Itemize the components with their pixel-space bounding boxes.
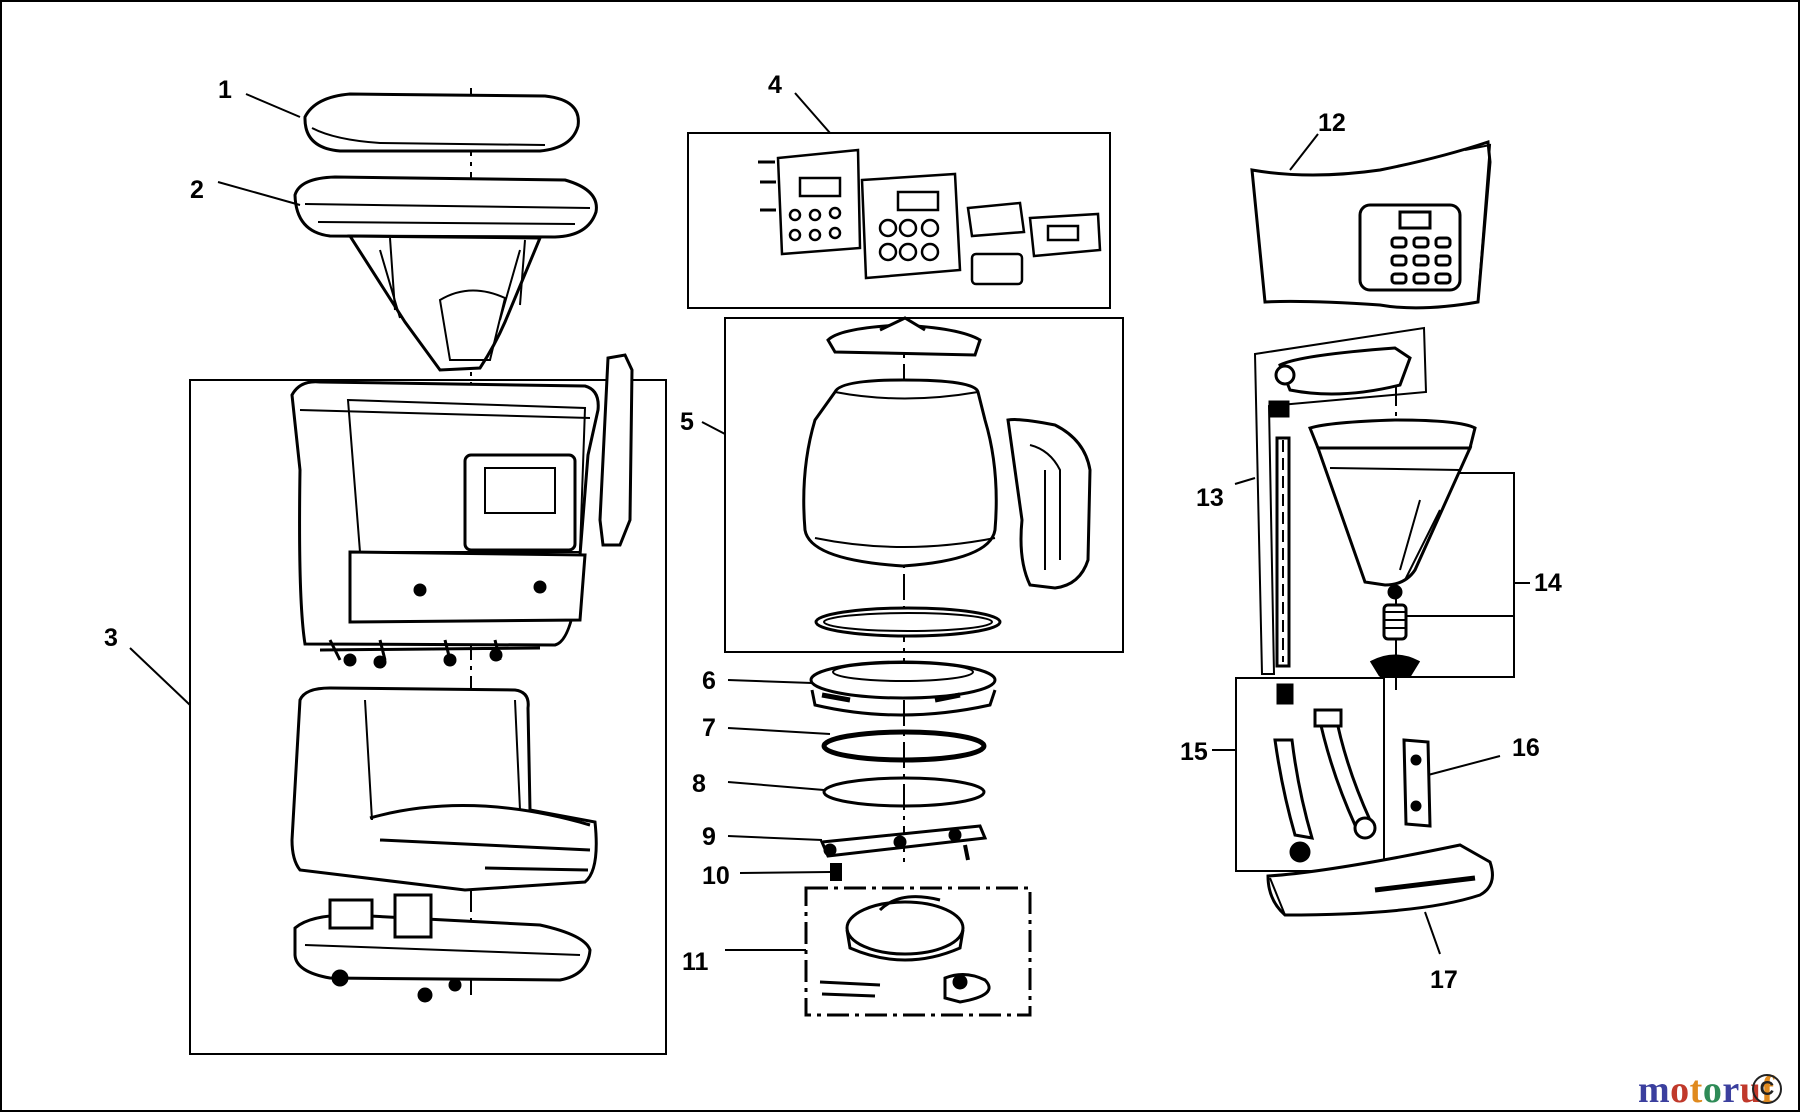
watermark-logo: motoruf	[1638, 1068, 1774, 1112]
part-12-front-panel	[1250, 139, 1492, 310]
leader-lines	[129, 92, 1501, 955]
part-17-drip-tray	[1266, 843, 1494, 917]
part-5-carafe	[802, 316, 1092, 638]
part-7-gasket	[821, 729, 987, 763]
callout-11: 11	[682, 948, 709, 976]
callout-16: 16	[1512, 734, 1540, 762]
part-9-plate	[819, 824, 988, 861]
part-10-screw	[830, 863, 842, 881]
callout-14: 14	[1534, 569, 1562, 597]
watermark-letter: o	[1670, 1069, 1690, 1111]
callout-9: 9	[702, 823, 716, 851]
callout-17: 17	[1430, 966, 1458, 994]
watermark-letter: o	[1702, 1069, 1723, 1111]
callout-13: 13	[1196, 484, 1224, 512]
part-6-ring	[809, 660, 997, 717]
group-box-15	[1235, 677, 1385, 872]
callout-15: 15	[1180, 738, 1208, 766]
part-15-hoses	[1273, 683, 1377, 863]
part-11-heating-element	[819, 895, 991, 1004]
part-16-bracket	[1402, 738, 1432, 828]
callout-6: 6	[702, 667, 716, 695]
watermark-letter: m	[1638, 1069, 1671, 1111]
part-2-filter-holder	[293, 175, 598, 372]
part-1-lid	[303, 92, 580, 153]
callout-5: 5	[680, 408, 694, 436]
callout-12: 12	[1318, 109, 1346, 137]
callout-10: 10	[702, 862, 730, 890]
watermark-letter: t	[1689, 1069, 1703, 1111]
callout-1: 1	[218, 76, 232, 104]
group-box-5	[724, 317, 1124, 653]
group-box-3	[189, 379, 667, 1055]
part-4-control-panel	[758, 148, 1102, 286]
part-3-housing	[290, 353, 634, 1003]
copyright-badge: C	[1752, 1074, 1782, 1104]
callout-3: 3	[104, 624, 118, 652]
group-box-4	[687, 132, 1111, 309]
callout-labels: 1 2 3 4 5 6 7 8 9 10 11 12 13 14 15 16 1…	[104, 71, 1562, 994]
group-box-11	[804, 886, 1032, 1017]
callout-2: 2	[190, 176, 204, 204]
callout-7: 7	[702, 714, 716, 742]
part-14-basket	[1307, 418, 1477, 677]
part-8-ring	[822, 776, 986, 808]
callout-4: 4	[768, 71, 782, 99]
part-13-tube-assembly	[1268, 346, 1412, 668]
callout-8: 8	[692, 770, 706, 798]
watermark-letter: r	[1722, 1069, 1740, 1111]
